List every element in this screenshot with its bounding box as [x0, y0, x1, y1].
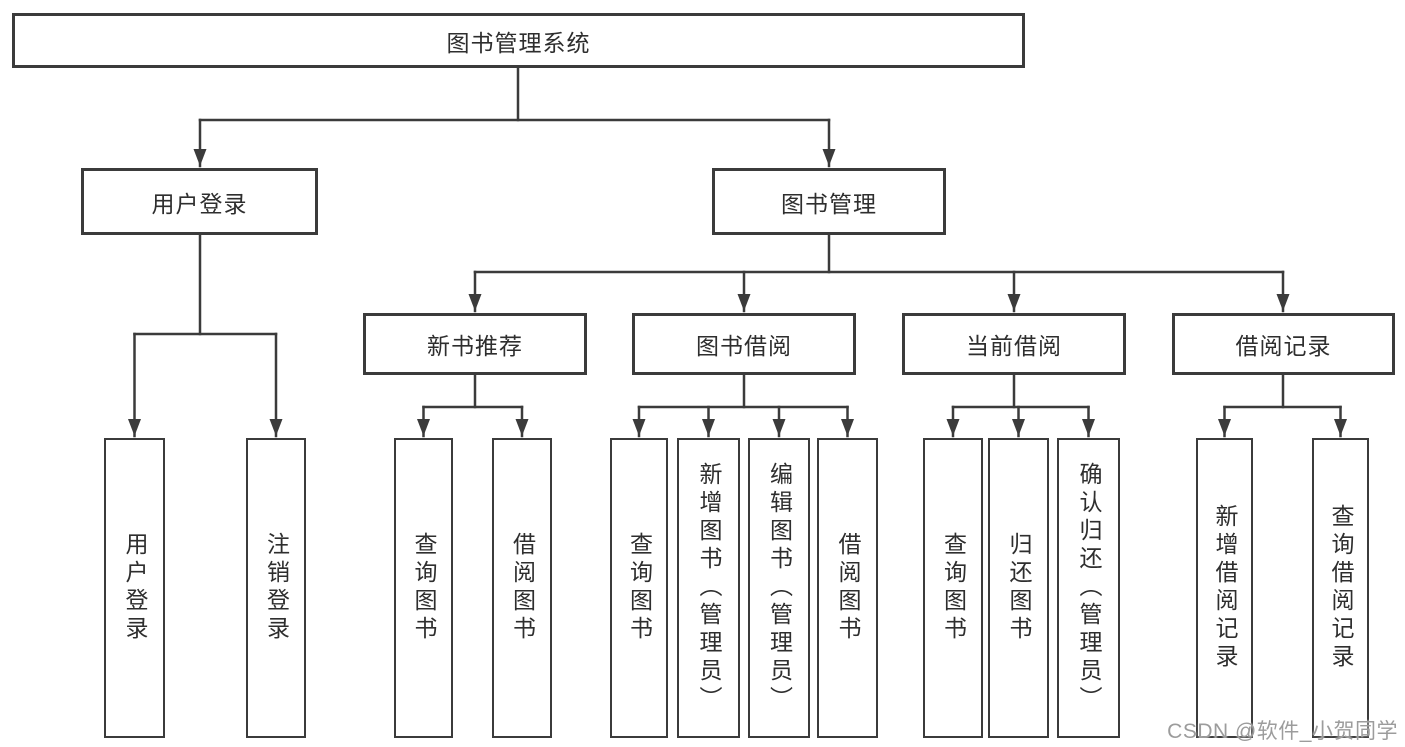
node-user-login: 用户登录 [81, 168, 318, 235]
leaf-label: 确认归还（管理员） [1076, 462, 1102, 714]
node-current-borrowing: 当前借阅 [902, 313, 1126, 375]
leaf-add-book-admin: 新增图书（管理员） [677, 438, 740, 738]
leaf-logout-login: 注销登录 [246, 438, 306, 738]
leaf-add-borrow-record: 新增借阅记录 [1196, 438, 1253, 738]
leaf-label: 查询图书 [411, 532, 437, 644]
leaf-label: 查询图书 [626, 532, 653, 644]
node-new-book-recommend: 新书推荐 [363, 313, 587, 375]
node-library-system: 图书管理系统 [12, 13, 1025, 68]
leaf-user-login: 用户登录 [104, 438, 165, 738]
leaf-edit-book-admin: 编辑图书（管理员） [748, 438, 810, 738]
leaf-borrow-books: 借阅图书 [817, 438, 878, 738]
leaf-recommend-borrow-books: 借阅图书 [492, 438, 552, 738]
leaf-return-book: 归还图书 [988, 438, 1049, 738]
leaf-label: 借阅图书 [509, 532, 536, 644]
leaf-label: 新增借阅记录 [1212, 504, 1238, 672]
leaf-label: 归还图书 [1006, 532, 1032, 644]
leaf-label: 查询借阅记录 [1328, 504, 1354, 672]
leaf-label: 新增图书（管理员） [696, 462, 722, 714]
leaf-label: 借阅图书 [835, 532, 861, 644]
leaf-recommend-query-books: 查询图书 [394, 438, 453, 738]
leaf-confirm-return-admin: 确认归还（管理员） [1057, 438, 1120, 738]
leaf-current-query-books: 查询图书 [923, 438, 983, 738]
node-borrowing-records: 借阅记录 [1172, 313, 1395, 375]
leaf-borrowing-query-books: 查询图书 [610, 438, 668, 738]
leaf-label: 查询图书 [940, 532, 967, 644]
watermark: CSDN @软件_小贺同学 [1167, 720, 1398, 743]
leaf-label: 用户登录 [122, 532, 148, 644]
leaf-query-borrow-record: 查询借阅记录 [1312, 438, 1369, 738]
node-book-borrowing: 图书借阅 [632, 313, 856, 375]
leaf-label: 注销登录 [263, 532, 290, 644]
node-book-management: 图书管理 [712, 168, 946, 235]
leaf-label: 编辑图书（管理员） [766, 462, 793, 714]
